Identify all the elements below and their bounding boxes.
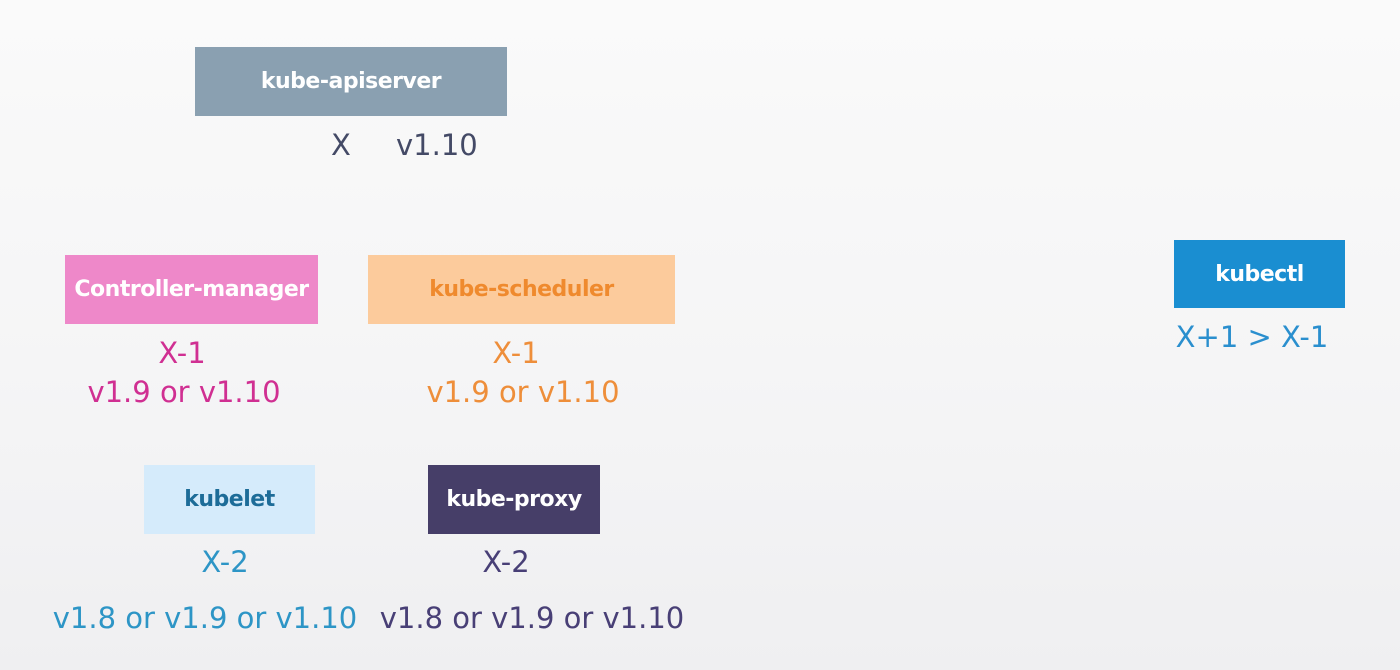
kube-proxy-versions: v1.8 or v1.9 or v1.10: [379, 601, 685, 635]
kube-proxy-box: kube-proxy: [428, 465, 600, 534]
kube-proxy-version-label: X-2: [482, 545, 530, 579]
kube-scheduler-version-label: X-1: [492, 336, 540, 370]
apiserver-versions: v1.10: [396, 128, 478, 162]
kube-scheduler-label: kube-scheduler: [429, 277, 614, 302]
kubelet-label: kubelet: [184, 487, 275, 512]
kube-apiserver-label: kube-apiserver: [260, 69, 442, 94]
kubectl-label: kubectl: [1215, 261, 1304, 287]
controller-manager-version-label: X-1: [158, 336, 206, 370]
kubectl-box: kubectl: [1174, 240, 1345, 308]
kube-proxy-label: kube-proxy: [446, 487, 582, 512]
apiserver-version-label: X: [331, 128, 351, 162]
controller-manager-label: Controller-manager: [74, 277, 309, 302]
kubelet-box: kubelet: [144, 465, 315, 534]
controller-manager-versions: v1.9 or v1.10: [87, 375, 281, 409]
kubectl-version-label: X+1 > X-1: [1175, 320, 1329, 354]
kube-scheduler-box: kube-scheduler: [368, 255, 675, 324]
controller-manager-box: Controller-manager: [65, 255, 318, 324]
kubelet-versions: v1.8 or v1.9 or v1.10: [52, 601, 358, 635]
kube-apiserver-box: kube-apiserver: [195, 47, 507, 116]
kubelet-version-label: X-2: [201, 545, 249, 579]
kube-scheduler-versions: v1.9 or v1.10: [426, 375, 620, 409]
